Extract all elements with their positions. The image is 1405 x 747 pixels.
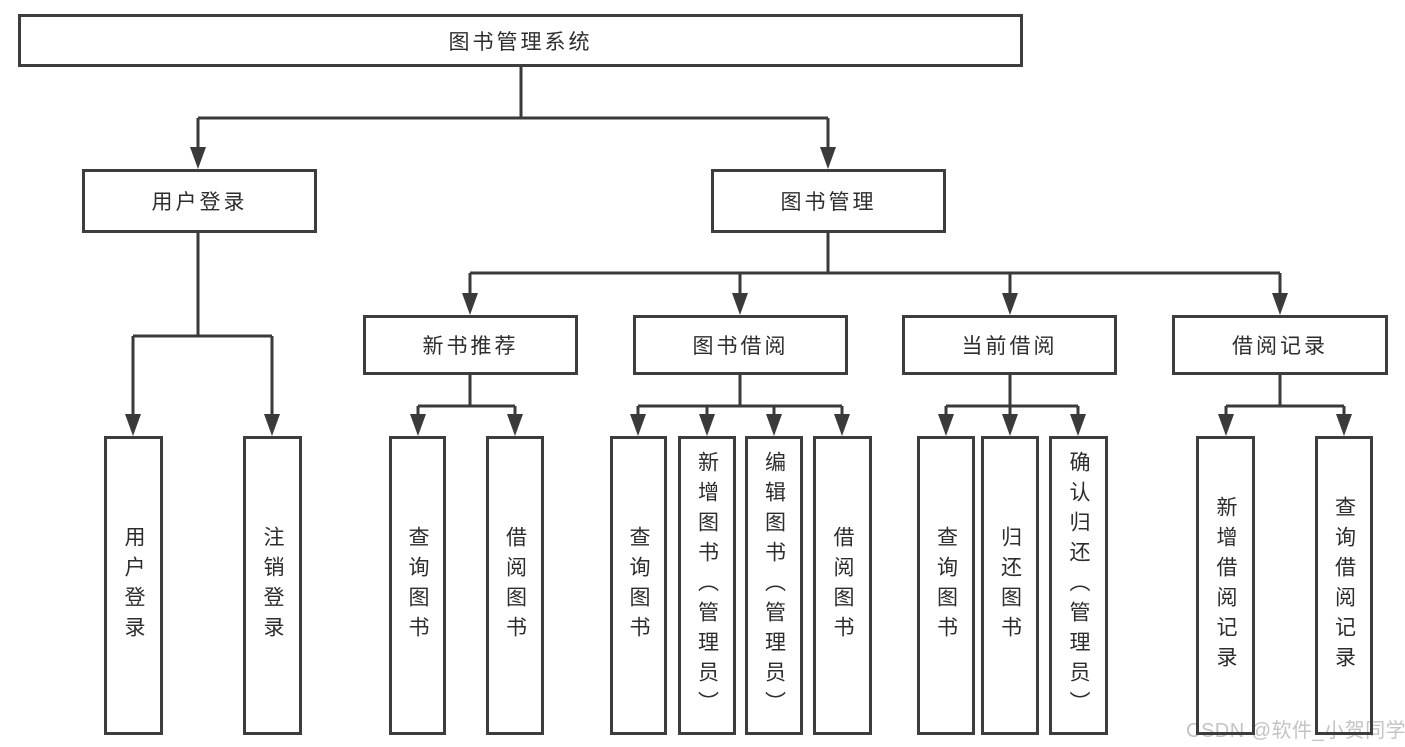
node-borrow-records-label: 借阅记录 [1232,335,1328,358]
node-book-management-label: 图书管理 [780,191,877,214]
node-current-borrow: 当前借阅 [902,315,1117,375]
leaf-add-borrow-record-label: 新增借阅记录 [1214,495,1237,676]
node-current-borrow-label: 当前借阅 [961,335,1058,358]
leaf-borrow-books-label: 借阅图书 [831,525,854,646]
leaf-edit-books-admin-label: 编辑图书（管理员） [762,450,786,721]
leaf-recommend-borrow-books-label: 借阅图书 [503,525,527,646]
leaf-current-query-books: 查询图书 [917,436,975,735]
leaf-query-borrow-record: 查询借阅记录 [1315,436,1373,735]
node-book-management: 图书管理 [711,169,946,233]
leaf-current-query-books-label: 查询图书 [934,525,958,646]
leaf-borrow-query-books: 查询图书 [610,436,667,735]
csdn-watermark: CSDN @软件_小贺同学 [1186,720,1405,742]
leaf-return-books-label: 归还图书 [998,525,1022,646]
leaf-recommend-query-books-label: 查询图书 [406,525,429,646]
leaf-recommend-borrow-books: 借阅图书 [486,436,544,735]
connector-paths [131,67,1346,418]
node-user-login-label: 用户登录 [151,191,248,214]
leaf-add-books-admin-label: 新增图书（管理员） [695,450,719,721]
node-book-borrow: 图书借阅 [633,315,848,375]
node-root-label: 图书管理系统 [448,30,593,54]
leaf-user-login-label: 用户登录 [122,525,145,646]
leaf-add-borrow-record: 新增借阅记录 [1196,436,1255,735]
leaf-edit-books-admin: 编辑图书（管理员） [745,436,803,735]
node-borrow-records: 借阅记录 [1172,315,1388,375]
leaf-borrow-query-books-label: 查询图书 [627,525,650,646]
leaf-query-borrow-record-label: 查询借阅记录 [1332,495,1356,676]
leaf-confirm-return-admin: 确认归还（管理员） [1049,436,1108,735]
leaf-user-login: 用户登录 [104,436,163,735]
leaf-recommend-query-books: 查询图书 [389,436,446,735]
leaf-logout: 注销登录 [243,436,302,735]
node-root: 图书管理系统 [18,14,1023,67]
leaf-confirm-return-admin-label: 确认归还（管理员） [1067,450,1090,721]
leaf-borrow-books: 借阅图书 [813,436,872,735]
leaf-add-books-admin: 新增图书（管理员） [678,436,736,735]
leaf-return-books: 归还图书 [981,436,1039,735]
node-new-book-recommend: 新书推荐 [363,315,578,375]
node-book-borrow-label: 图书借阅 [692,335,789,358]
leaf-logout-label: 注销登录 [261,525,284,646]
arrowheads [125,147,1352,436]
node-user-login: 用户登录 [82,169,317,233]
node-new-book-recommend-label: 新书推荐 [422,335,519,358]
